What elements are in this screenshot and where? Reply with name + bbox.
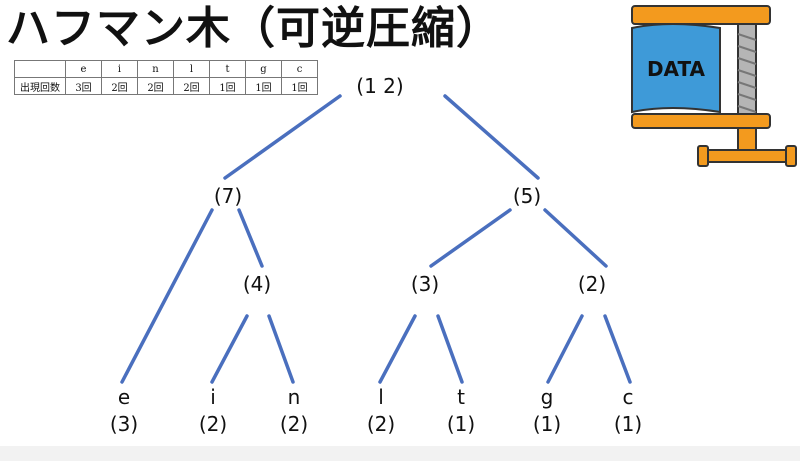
data-box [631,23,721,114]
node-7: (7) [214,184,242,208]
bottom-strip [0,446,800,461]
page-title: ハフマン木（可逆圧縮） [6,3,501,54]
table-count-row: 出現回数 3回 2回 2回 2回 1回 1回 1回 [14,77,318,95]
handle-knob-right [785,145,797,167]
screw-thread [737,33,757,113]
edge-3-l [378,314,417,384]
table-count-c: 1回 [281,77,318,95]
leaf-letter-i: i [210,385,216,409]
edge-5-2 [543,208,608,268]
edge-4-i [210,314,249,384]
clamp-plate [631,113,771,129]
handle-knob-left [697,145,709,167]
data-compression-clamp-icon: DATA [631,5,797,167]
data-label: DATA [647,57,706,81]
table-header-row: e i n l t g c [14,60,318,78]
leaf-count-c: (1) [614,412,642,436]
edge-3-t [436,314,464,384]
edge-7-4 [237,208,264,268]
edge-2-g [546,314,584,384]
leaf-letter-l: l [378,385,384,409]
leaf-letter-t: t [457,385,465,409]
edge-7-e [120,208,214,384]
node-5: (5) [513,184,541,208]
edge-root-right [443,94,540,180]
edge-4-n [267,314,295,384]
leaf-count-l: (2) [367,412,395,436]
leaf-count-t: (1) [447,412,475,436]
edge-2-c [603,314,632,384]
node-3: (3) [411,272,439,296]
table-row-header: 出現回数 [14,77,66,95]
leaf-count-i: (2) [199,412,227,436]
clamp-post [737,127,757,151]
leaf-letter-g: g [541,385,554,409]
leaf-letter-e: e [118,385,130,409]
leaf-count-g: (1) [533,412,561,436]
node-4: (4) [243,272,271,296]
leaf-letter-c: c [623,385,634,409]
node-root: (1 2) [356,74,403,98]
leaf-letter-n: n [288,385,301,409]
edge-root-left [223,94,342,180]
leaf-count-n: (2) [280,412,308,436]
table-count-g: 1回 [245,77,282,95]
tree-edges [120,94,632,384]
clamp-top-bar [631,5,771,25]
leaf-count-e: (3) [110,412,138,436]
edge-5-3 [429,208,512,268]
clamp-handle [699,149,797,163]
frequency-table: e i n l t g c 出現回数 3回 2回 2回 2回 1回 1回 1回 [14,60,318,95]
node-2: (2) [578,272,606,296]
